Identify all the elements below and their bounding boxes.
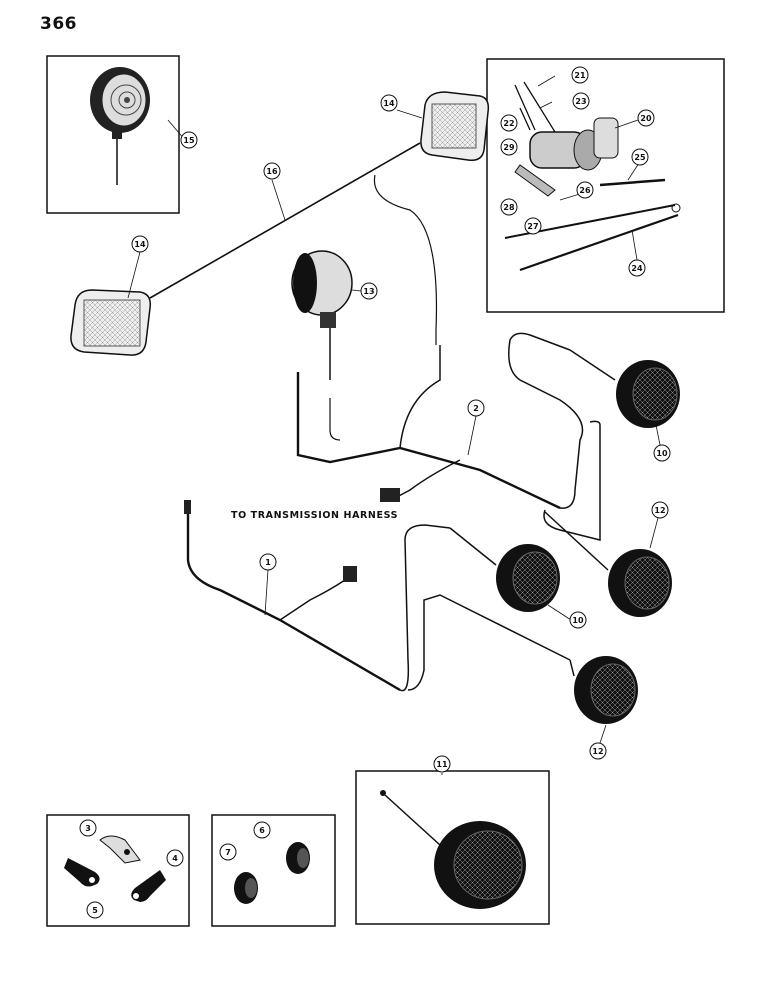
- page-number: 366: [40, 14, 77, 34]
- wiper-blade-24: [504, 203, 681, 272]
- svg-text:29: 29: [503, 143, 515, 152]
- svg-text:28: 28: [503, 203, 515, 212]
- svg-text:23: 23: [575, 97, 586, 106]
- svg-text:25: 25: [634, 153, 646, 162]
- svg-text:22: 22: [503, 119, 514, 128]
- callout-12-upper: 12: [651, 501, 669, 519]
- grommet-6: [286, 842, 310, 874]
- clip-3: [99, 835, 141, 864]
- callout-14-left: 14: [131, 235, 149, 253]
- svg-text:14: 14: [134, 240, 146, 249]
- svg-text:12: 12: [654, 506, 665, 515]
- callout-13: 13: [360, 282, 378, 300]
- callout-12-lower: 12: [589, 742, 607, 760]
- inset-box-lamp-11: [355, 770, 550, 925]
- svg-text:27: 27: [527, 222, 538, 231]
- harness-2-branch-a: [399, 345, 441, 449]
- callout-22: 22: [500, 114, 518, 132]
- svg-text:14: 14: [383, 99, 395, 108]
- callout-23: 23: [572, 92, 590, 110]
- connector-1: [343, 566, 357, 582]
- warning-lamp-14-left: [70, 289, 152, 356]
- callout-15: 15: [180, 131, 198, 149]
- work-lamp-11: [380, 790, 526, 909]
- callout-group: 1 2 3 4 5 6 7 10 10 11 12 12 13 14 14 15…: [79, 66, 671, 919]
- work-lamp-12-lower: [569, 656, 638, 724]
- callout-20: 20: [637, 109, 655, 127]
- callout-6: 6: [253, 821, 271, 839]
- harness-2-branch-b: [329, 398, 341, 441]
- svg-text:7: 7: [225, 848, 231, 857]
- svg-text:26: 26: [579, 186, 591, 195]
- transmission-harness-label: TO TRANSMISSION HARNESS: [231, 510, 399, 521]
- harness-2: [296, 372, 561, 510]
- harness-1-branch: [279, 579, 346, 621]
- callout-7: 7: [219, 843, 237, 861]
- callout-27: 27: [524, 217, 542, 235]
- svg-text:5: 5: [92, 906, 98, 915]
- terminal-4: [131, 870, 166, 902]
- warning-lamp-14-right: [420, 91, 490, 162]
- callout-21: 21: [571, 66, 589, 84]
- svg-text:15: 15: [183, 136, 195, 145]
- inset-box-grommets: [211, 814, 336, 927]
- terminal-5: [64, 858, 100, 887]
- callout-1: 1: [259, 553, 277, 571]
- callout-5: 5: [86, 901, 104, 919]
- svg-text:11: 11: [436, 760, 448, 769]
- svg-text:24: 24: [631, 264, 643, 273]
- svg-text:20: 20: [640, 114, 652, 123]
- harness-2-branch-c: [394, 459, 461, 499]
- harness-1-tail: [407, 594, 571, 691]
- connector-2: [380, 488, 400, 502]
- harness-2-tail: [543, 420, 601, 541]
- callout-10-lower: 10: [569, 611, 587, 629]
- svg-text:10: 10: [572, 616, 584, 625]
- callout-24: 24: [628, 259, 646, 277]
- harness-1-plug: [184, 500, 191, 514]
- lamp-15: [90, 67, 150, 185]
- svg-text:1: 1: [265, 558, 271, 567]
- svg-text:4: 4: [172, 854, 178, 863]
- harness-1: [186, 506, 401, 692]
- grommet-7: [234, 872, 258, 904]
- callout-11: 11: [433, 755, 451, 773]
- inset-box-wiper-motor: [486, 58, 725, 313]
- svg-text:6: 6: [259, 826, 265, 835]
- callout-25: 25: [631, 148, 649, 166]
- harness-1-loop: [399, 524, 451, 692]
- callout-16: 16: [263, 162, 281, 180]
- svg-text:13: 13: [363, 287, 374, 296]
- svg-text:12: 12: [592, 747, 603, 756]
- inset-box-lamp-15: [46, 55, 180, 214]
- callout-3: 3: [79, 819, 97, 837]
- wiper-motor-20: [514, 81, 619, 197]
- work-lamp-10-upper: [569, 349, 680, 428]
- svg-text:21: 21: [574, 71, 586, 80]
- work-lamp-10-lower: [449, 527, 560, 612]
- callout-2: 2: [467, 399, 485, 417]
- callout-29: 29: [500, 138, 518, 156]
- svg-text:16: 16: [266, 167, 278, 176]
- callout-10-upper: 10: [653, 444, 671, 462]
- leader-lines: [127, 75, 661, 775]
- wire-16-branch: [373, 174, 438, 345]
- svg-text:3: 3: [85, 824, 91, 833]
- callout-4: 4: [166, 849, 184, 867]
- flood-lamp-13: [291, 250, 353, 380]
- wire-16: [149, 142, 421, 299]
- svg-text:2: 2: [473, 404, 479, 413]
- work-lamp-12-upper: [544, 511, 672, 617]
- callout-28: 28: [500, 198, 518, 216]
- callout-14-right: 14: [380, 94, 398, 112]
- svg-text:10: 10: [656, 449, 668, 458]
- inset-box-clips: [46, 814, 190, 927]
- callout-26: 26: [576, 181, 594, 199]
- harness-2-loop: [508, 332, 584, 509]
- wiper-arm-25: [599, 178, 666, 187]
